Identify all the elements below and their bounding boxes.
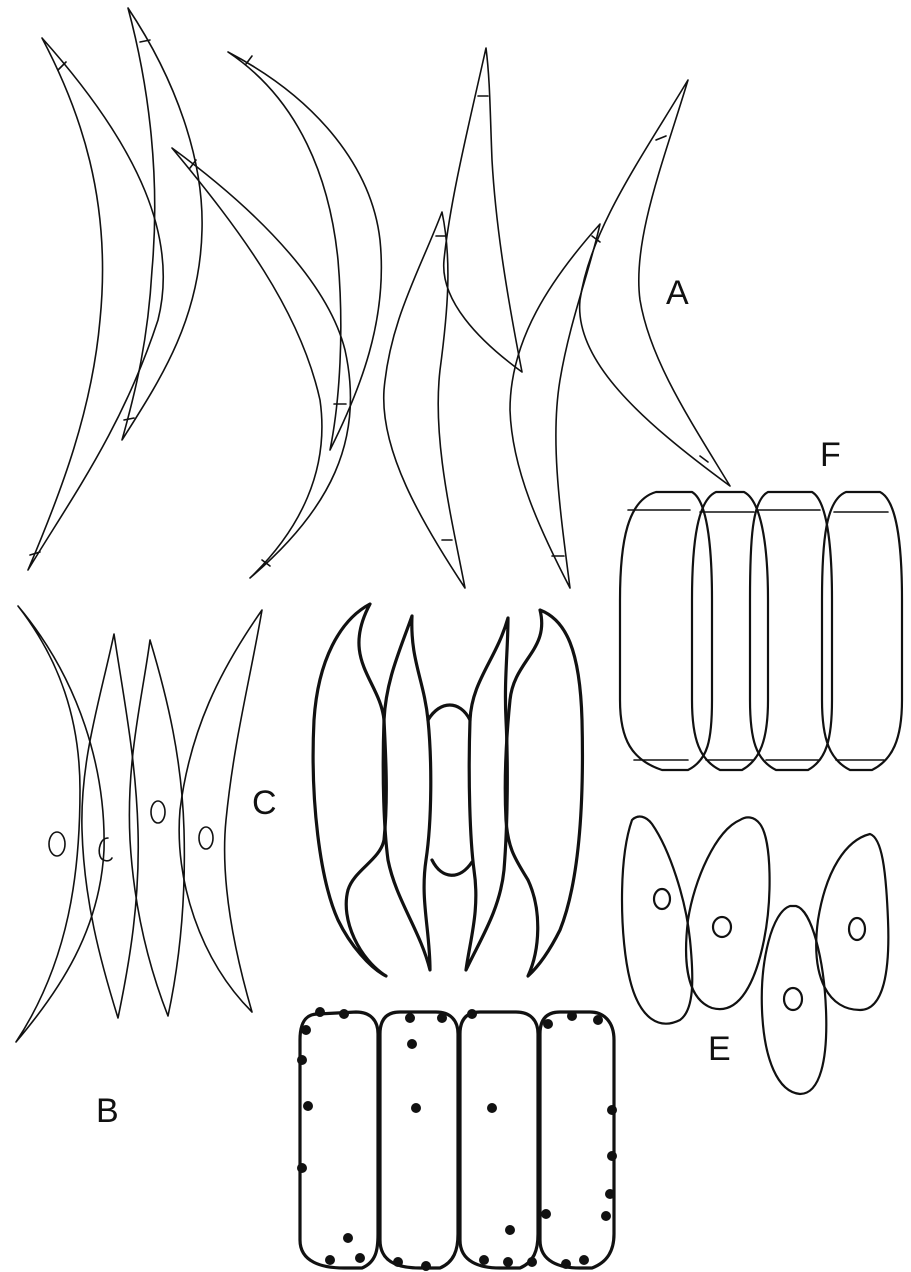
figure-a-cell <box>384 212 465 588</box>
figure-hooked-cell <box>505 610 582 976</box>
figure-b-label: B <box>96 1092 119 1130</box>
figure-a-cell <box>580 80 730 486</box>
figure-e-cell <box>622 817 692 1024</box>
figure-dotted-cell <box>540 1012 614 1268</box>
figure-hooked-cell <box>466 618 508 970</box>
figure-c-nucleus <box>151 801 165 823</box>
figure-a-label: A <box>666 274 689 312</box>
figure-a-cell <box>28 38 163 570</box>
figure-c-colony: C <box>16 606 277 1042</box>
figure-a-cell <box>510 224 600 588</box>
figure-hooked-colony <box>313 604 582 976</box>
figure-a-cell <box>444 48 522 372</box>
figure-e-nucleus <box>784 988 802 1010</box>
figure-e-nucleus <box>849 918 865 940</box>
figure-dotted-cell <box>460 1012 538 1268</box>
figure-c-nucleus <box>99 838 112 861</box>
figure-a-colony: A <box>28 8 730 588</box>
figure-f-cell <box>822 492 902 770</box>
figure-c-nucleus <box>49 832 65 856</box>
figure-e-nucleus <box>713 917 731 937</box>
figure-e-cell <box>816 834 888 1010</box>
figure-a-cell <box>122 8 202 440</box>
figure-c-label: C <box>252 784 277 822</box>
figure-f-colony: F <box>620 436 902 770</box>
figure-e-colony: E <box>622 817 888 1094</box>
figure-e-cell <box>686 817 770 1009</box>
figure-f-label: F <box>820 436 841 474</box>
figure-e-nucleus <box>654 889 670 909</box>
figure-dotted-cell <box>380 1012 458 1268</box>
figure-a-cell <box>172 148 351 578</box>
figure-c-cell <box>179 610 262 1012</box>
figure-dotted-cell <box>300 1012 378 1268</box>
figure-hooked-cell <box>383 616 431 970</box>
figure-dotted-colony <box>297 1007 617 1271</box>
figure-c-cell <box>16 606 104 1042</box>
figure-c-nucleus <box>199 827 213 849</box>
figure-e-label: E <box>708 1030 731 1068</box>
figure-f-cell <box>692 492 768 770</box>
figure-hooked-cell <box>313 604 386 976</box>
figure-f-cell <box>620 492 712 770</box>
